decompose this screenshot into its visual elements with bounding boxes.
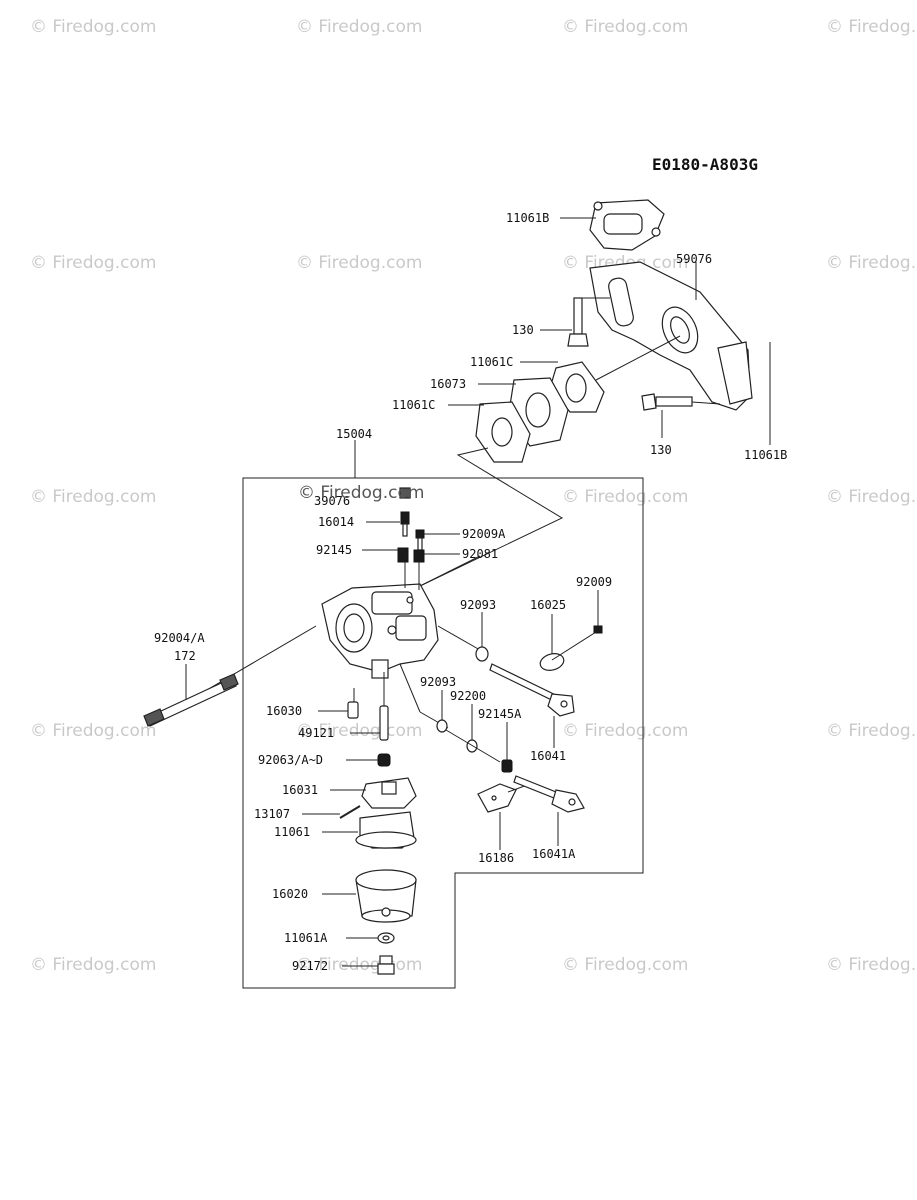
watermark: © Firedog.com [826,17,917,37]
choke-shaft-16041a [513,775,585,813]
label-11061c-b: 11061C [392,398,435,412]
seal-92093-upper [475,646,489,662]
spring-92081 [413,549,425,563]
label-39076: 39076 [314,494,350,508]
label-92009a: 92009A [462,527,506,541]
label-92145: 92145 [316,543,352,557]
washer-11061a [377,932,395,944]
label-130-b: 130 [650,443,672,457]
label-92172: 92172 [292,959,328,973]
label-59076: 59076 [676,252,712,266]
bowl-gasket-11061 [355,811,417,849]
alignment-line-carb-2 [419,555,481,587]
label-16020: 16020 [272,887,308,901]
bolt-92172 [377,955,395,975]
axis-92009 [551,631,597,661]
seal-92093-lower [436,719,448,733]
gasket-11061c-lower [475,401,531,463]
axis-line-throttle [437,625,481,651]
label-92004a: 92004/A [154,631,205,645]
watermark: © Firedog.com [826,955,917,975]
bolt-130-vertical [567,297,589,347]
watermark: © Firedog.com [562,487,688,507]
gasket-11061b-top [589,199,665,251]
alignment-line-manifold [595,335,681,381]
label-16014: 16014 [318,515,354,529]
throttle-plate-16025 [539,653,565,671]
label-92093-a: 92093 [460,598,496,612]
carburetor-assembly-boundary [242,477,644,989]
screw-92009a [415,529,425,551]
label-130-a: 130 [512,323,534,337]
label-92145a: 92145A [478,707,522,721]
label-16030: 16030 [266,704,302,718]
axis-choke-chain-2 [445,729,501,763]
bolt-130-horizontal [641,393,693,411]
axis-line-choke [399,663,421,713]
gasket-11061c-upper [549,361,605,413]
watermark: © Firedog.com [30,253,156,273]
watermark: © Firedog.com [562,955,688,975]
label-16186: 16186 [478,851,514,865]
watermark-inner: © Firedog.com [298,483,424,503]
washer-92200 [466,739,478,753]
label-13107: 13107 [254,807,290,821]
float-16031 [361,777,417,809]
part-labels: 11061B 59076 130 11061C 16073 11061C 130… [154,211,787,973]
label-92093-b: 92093 [420,675,456,689]
float-bowl-16020 [355,869,417,923]
watermark: © Firedog.com [826,253,917,273]
throttle-shaft-16041 [489,663,575,717]
cap-39076 [399,487,411,499]
watermark: © Firedog.com [826,487,917,507]
spring-92063 [377,753,391,767]
watermark: © Firedog.com [30,955,156,975]
label-92081: 92081 [462,547,498,561]
jet-16030 [347,701,359,719]
pin-13107 [339,805,361,819]
watermark: © Firedog.com [296,721,422,741]
watermark: © Firedog.com [562,721,688,741]
label-11061b-top: 11061B [506,211,549,225]
watermark: © Firedog.com [30,17,156,37]
label-16041: 16041 [530,749,566,763]
axis-line-stud [199,625,317,695]
intake-manifold-59076 [589,261,753,411]
label-11061b-side: 11061B [744,448,787,462]
spring-92145 [397,547,409,563]
label-49121: 49121 [298,726,334,740]
label-172: 172 [174,649,196,663]
watermark: © Firedog.com [296,253,422,273]
watermark-layer: © Firedog.com © Firedog.com © Firedog.co… [30,17,917,975]
watermark: © Firedog.com [296,17,422,37]
label-11061c-a: 11061C [470,355,513,369]
label-92063: 92063/A~D [258,753,323,767]
stud-92004a [143,673,239,727]
spring-92145a [501,759,513,773]
label-11061: 11061 [274,825,310,839]
watermark: © Firedog.com [30,721,156,741]
label-92200: 92200 [450,689,486,703]
label-92009: 92009 [576,575,612,589]
choke-plate-16186 [477,783,517,813]
label-16025: 16025 [530,598,566,612]
label-15004: 15004 [336,427,372,441]
nozzle-49121 [379,705,389,741]
watermark: © Firedog.com [30,487,156,507]
label-16041a: 16041A [532,847,576,861]
carburetor-body [321,583,439,679]
label-11061a: 11061A [284,931,328,945]
label-16031: 16031 [282,783,318,797]
diagram-code: E0180-A803G [652,155,758,174]
watermark: © Firedog.com [826,721,917,741]
screw-16014 [400,511,410,537]
leader-130-b-ref [691,401,721,405]
alignment-line-carb [419,447,564,587]
label-16073: 16073 [430,377,466,391]
watermark: © Firedog.com [562,17,688,37]
